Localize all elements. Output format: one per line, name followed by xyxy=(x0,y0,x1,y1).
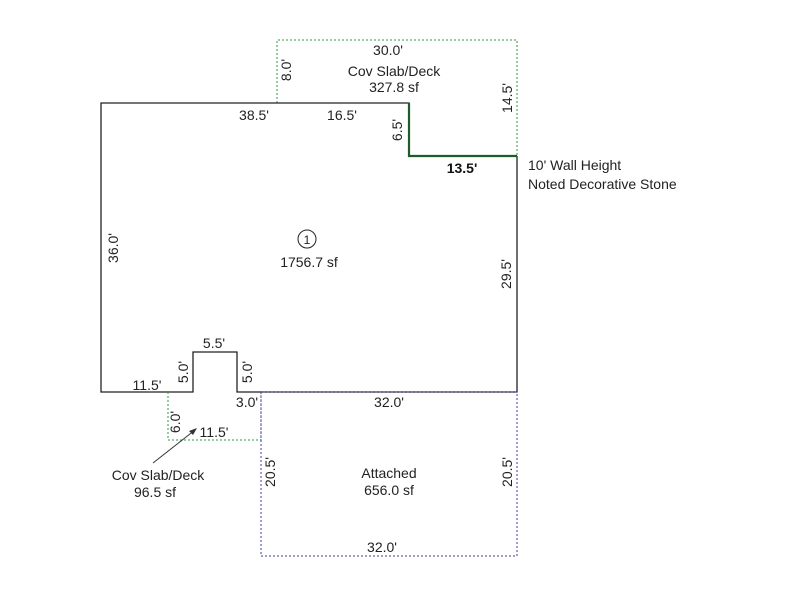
bottom-deck-bottom-dim: 11.5' xyxy=(200,424,229,440)
main-step-run-dim: 13.5' xyxy=(447,160,478,176)
notch-right-dim: 5.0' xyxy=(239,361,255,383)
top-deck-top-dim: 30.0' xyxy=(373,42,403,58)
bottom-deck-left-dim: 6.0' xyxy=(167,411,183,433)
top-deck-outline xyxy=(276,39,518,156)
main-area-value: 1756.7 sf xyxy=(280,254,338,270)
decorative-stone-wall xyxy=(407,103,517,158)
main-right-dim: 29.5' xyxy=(498,259,514,289)
top-deck-right-dim: 14.5' xyxy=(499,83,515,113)
notch-left-dim: 5.0' xyxy=(175,361,191,383)
top-deck-name: Cov Slab/Deck xyxy=(348,63,442,79)
main-top-mid-dim: 16.5' xyxy=(327,107,357,123)
area-number-circle xyxy=(297,229,317,249)
note-wall-height: 10' Wall Height xyxy=(528,157,621,173)
bottom-deck-area: 96.5 sf xyxy=(134,484,176,500)
top-deck-left-dim: 8.0' xyxy=(278,59,294,81)
bottom-deck-leader-line xyxy=(152,429,196,464)
garage-right-dim: 20.5' xyxy=(499,457,515,487)
main-step-down-dim: 6.5' xyxy=(389,119,405,141)
main-top-left-dim: 38.5' xyxy=(239,107,269,123)
garage-area: 656.0 sf xyxy=(364,482,414,498)
top-deck-area: 327.8 sf xyxy=(369,79,419,95)
garage-top-dim: 32.0' xyxy=(374,394,404,410)
garage-bottom-dim: 32.0' xyxy=(367,539,397,555)
garage-left-dim: 20.5' xyxy=(262,457,278,487)
notch-top-dim: 5.5' xyxy=(203,335,225,351)
garage-name: Attached xyxy=(361,465,416,481)
garage-outline xyxy=(260,391,518,557)
bottom-deck-name: Cov Slab/Deck xyxy=(112,467,206,483)
main-left-dim: 36.0' xyxy=(105,233,121,263)
bottom-deck-leader-arrow xyxy=(189,428,197,435)
main-bottom-left-dim: 11.5' xyxy=(133,377,162,393)
notch-bottom-dim: 3.0' xyxy=(236,394,258,410)
note-decorative-stone: Noted Decorative Stone xyxy=(528,176,677,192)
area-number: 1 xyxy=(304,233,311,247)
